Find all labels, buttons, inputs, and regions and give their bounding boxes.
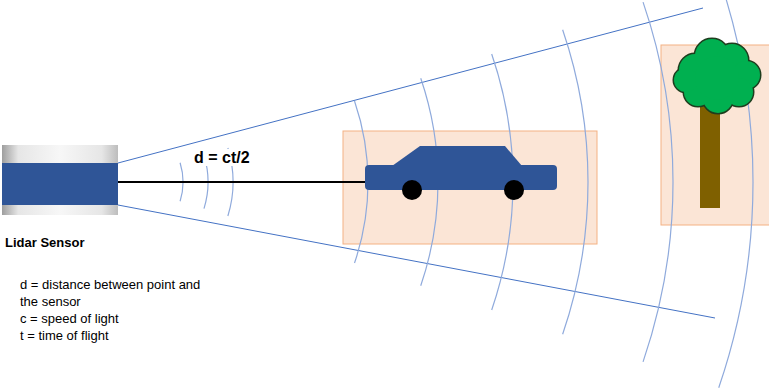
car-figure [365, 146, 557, 200]
legend-note: c = speed of light [20, 310, 119, 327]
crown-edge [695, 56, 739, 100]
legend-note: d = distance between point and the senso… [20, 276, 212, 310]
car-cabin [392, 146, 522, 166]
beam-edge [118, 205, 715, 318]
formula-label: d = ct/2 [191, 149, 253, 166]
distance-line [118, 181, 366, 183]
sensor-band [2, 163, 118, 205]
crown-puff [695, 56, 739, 100]
car-wheel [402, 180, 422, 200]
pulse-wave [563, 30, 588, 335]
tree-crown [674, 39, 760, 113]
pulse-wave [643, 2, 673, 362]
sensor-label: Lidar Sensor [5, 235, 84, 250]
pulse-waves [180, 0, 753, 388]
crown-edge [674, 68, 698, 92]
car-body [365, 165, 557, 190]
car-region [343, 131, 597, 244]
tree-trunk [700, 100, 720, 208]
car-wheel [504, 180, 524, 200]
legend-note: t = time of flight [20, 327, 109, 344]
tree-crown-outline [674, 39, 760, 113]
sensor-box: Lidar Sensor [2, 145, 118, 215]
beam-edge [118, 8, 703, 163]
crown-puff [674, 68, 698, 92]
tree-figure [674, 39, 760, 208]
